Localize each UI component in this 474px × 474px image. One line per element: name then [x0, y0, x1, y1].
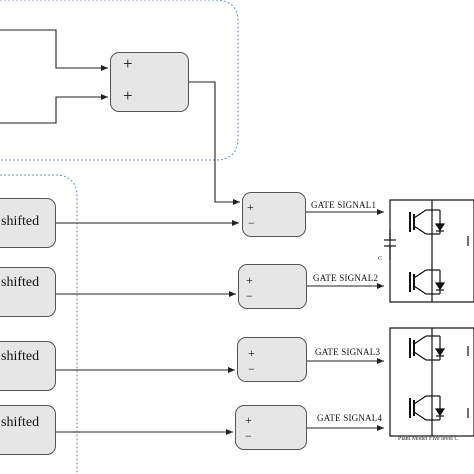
capacitor-mark: C: [378, 256, 383, 262]
comparator-block-4: + −: [235, 405, 307, 450]
summer-block: + +: [110, 52, 189, 112]
dashed-group-top: [0, 0, 239, 161]
comparator-block-3: + −: [237, 337, 307, 382]
shifted-label: shifted: [1, 275, 40, 290]
comparator-minus: −: [246, 289, 253, 303]
shifted-block-2: shifted: [0, 267, 56, 317]
comparator-minus: −: [248, 362, 255, 376]
shifted-block-1: shifted: [0, 198, 56, 248]
comparator-plus: +: [248, 346, 255, 360]
comparator-block-1: + −: [242, 192, 306, 237]
shifted-label: shifted: [1, 349, 40, 364]
gate-signal-label-3: GATE SIGNAL3: [315, 347, 381, 357]
dashed-group-left: [0, 174, 78, 474]
summer-plus-top: +: [123, 54, 133, 73]
plant-lower-cell: [389, 327, 474, 437]
gate-signal-label-2: GATE SIGNAL2: [313, 273, 379, 283]
shifted-block-4: shifted: [0, 405, 56, 455]
shifted-label: shifted: [1, 415, 40, 430]
comparator-plus: +: [245, 413, 252, 427]
summer-plus-bottom: +: [123, 86, 133, 105]
shifted-block-3: shifted: [0, 341, 56, 391]
comparator-block-2: + −: [238, 264, 307, 309]
comparator-plus: +: [246, 273, 253, 287]
gate-signal-label-4: GATE SIGNAL4: [317, 413, 383, 423]
plant-upper-cell: [384, 199, 474, 303]
comparator-minus: −: [245, 429, 252, 443]
comparator-plus: +: [247, 200, 254, 214]
shifted-label: shifted: [1, 214, 40, 229]
plant-caption: Plant Model Five level C: [398, 436, 459, 442]
comparator-minus: −: [248, 216, 255, 230]
gate-signal-label-1: GATE SIGNAL1: [311, 200, 377, 210]
